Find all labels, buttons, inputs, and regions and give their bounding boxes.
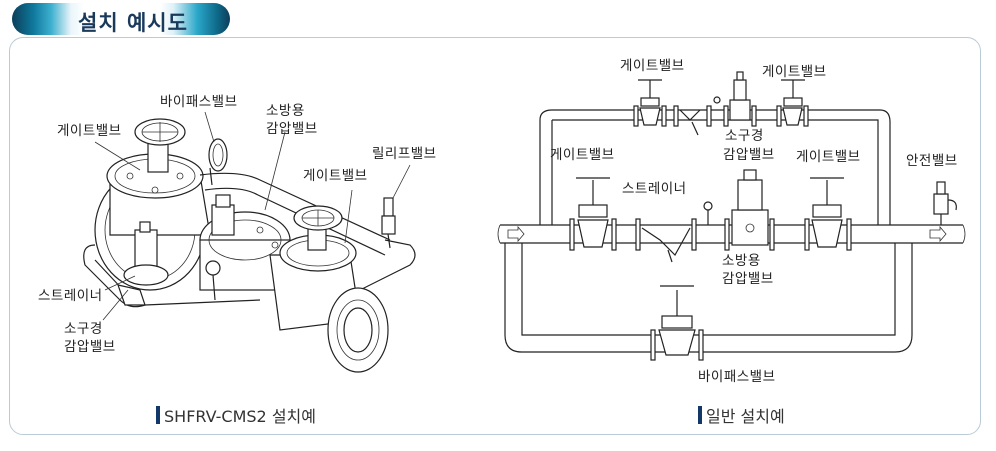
label-fire-prv-line2-right: 감압밸브 <box>722 271 774 287</box>
lower-bypass-loop <box>504 243 913 353</box>
top-gate-valve-right <box>776 79 809 127</box>
label-small-prv-line1-right: 소구경 <box>725 128 764 144</box>
label-mid-gate-valve-left: 게이트밸브 <box>550 147 615 163</box>
label-bypass-valve-right: 바이패스밸브 <box>698 369 776 385</box>
flow-arrow-in-icon <box>507 225 525 243</box>
section-title: 설치 예시도 <box>78 11 188 35</box>
section-header-banner: 설치 예시도 <box>12 3 230 35</box>
upper-bypass-loop <box>539 109 891 225</box>
flow-arrow-out-icon <box>929 225 947 243</box>
label-fire-prv-line1-left: 소방용 <box>266 103 305 119</box>
label-small-prv-line2-right: 감압밸브 <box>723 147 775 163</box>
label-bypass-valve-left: 바이패스밸브 <box>160 94 238 110</box>
safety-valve <box>933 181 957 225</box>
label-strainer-left: 스트레이너 <box>38 288 103 304</box>
label-top-gate-valve-right: 게이트밸브 <box>762 64 827 80</box>
bottom-bypass-gate-valve <box>650 285 704 361</box>
label-strainer-right: 스트레이너 <box>622 181 687 197</box>
caption-left: SHFRV-CMS2 설치예 <box>156 403 316 427</box>
top-strainer <box>673 105 712 136</box>
label-fire-prv-line1-right: 소방용 <box>722 253 761 269</box>
label-top-gate-valve-left: 게이트밸브 <box>620 58 685 74</box>
caption-left-text: SHFRV-CMS2 설치예 <box>164 407 316 426</box>
left-assembly-drawing <box>83 118 416 373</box>
mid-gate-valve-right <box>804 177 852 251</box>
left-leader-lines <box>94 111 411 321</box>
mid-strainer <box>635 201 713 263</box>
top-small-prv <box>713 71 757 127</box>
top-gate-valve-left <box>633 79 667 127</box>
label-gate-valve-left-1: 게이트밸브 <box>57 123 122 139</box>
label-fire-prv-line2-left: 감압밸브 <box>266 121 318 137</box>
caption-right: 일반 설치예 <box>698 403 785 427</box>
mid-gate-valve-left <box>569 177 617 251</box>
label-safety-valve: 안전밸브 <box>906 153 958 169</box>
caption-right-text: 일반 설치예 <box>706 407 785 426</box>
label-small-prv-line2-left: 감압밸브 <box>64 339 116 355</box>
caption-marker <box>698 406 702 424</box>
label-small-prv-line1-left: 소구경 <box>64 321 103 337</box>
label-relief-valve: 릴리프밸브 <box>372 146 437 162</box>
label-mid-gate-valve-right: 게이트밸브 <box>796 149 861 165</box>
label-gate-valve-left-2: 게이트밸브 <box>303 168 368 184</box>
mid-fire-prv <box>724 169 775 251</box>
caption-marker <box>156 406 160 424</box>
